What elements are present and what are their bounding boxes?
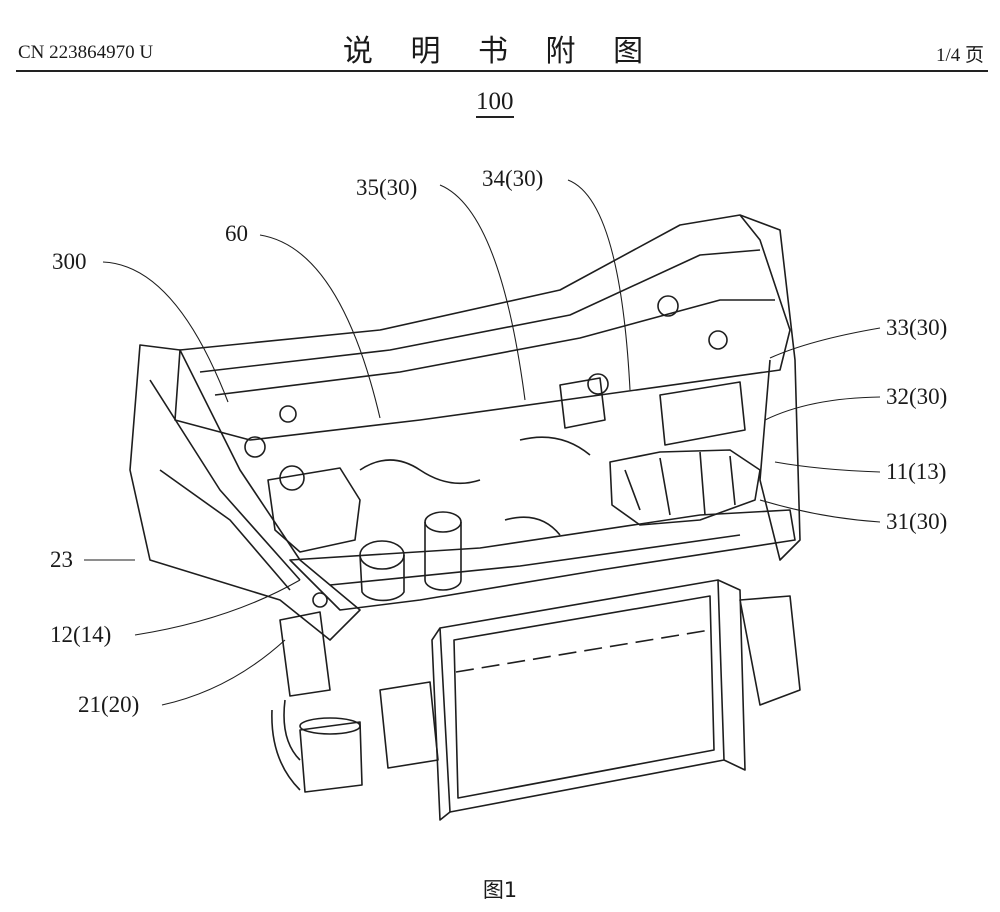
air-filter (609, 449, 761, 526)
page-header: CN 223864970 U 说 明 书 附 图 1/4 页 (0, 0, 1000, 72)
firewall-beam (174, 214, 791, 441)
front-crossmember (289, 509, 796, 611)
page-number: 1/4 页 (935, 45, 984, 66)
label-21: 21(20) (78, 692, 140, 717)
assembly-reference: 100 (476, 88, 514, 118)
header-title: 说 明 书 附 图 (342, 34, 658, 69)
label-23: 23 (50, 547, 73, 572)
label-35: 35(30) (356, 175, 418, 200)
header-rule (16, 70, 988, 72)
label-31: 31(30) (886, 509, 948, 534)
label-12: 12(14) (50, 622, 112, 647)
label-60: 60 (225, 221, 248, 246)
label-11: 11(13) (886, 459, 947, 484)
label-34: 34(30) (482, 166, 544, 191)
publication-number: CN 223864970 U (18, 42, 154, 63)
coolant-reservoir (267, 467, 361, 553)
label-33: 33(30) (886, 315, 948, 340)
figure-caption: 图1 (482, 878, 518, 902)
label-300: 300 (52, 249, 87, 274)
left-apron (129, 344, 361, 641)
label-32: 32(30) (886, 384, 948, 409)
lower-pump (299, 721, 363, 793)
radiator (439, 579, 725, 813)
